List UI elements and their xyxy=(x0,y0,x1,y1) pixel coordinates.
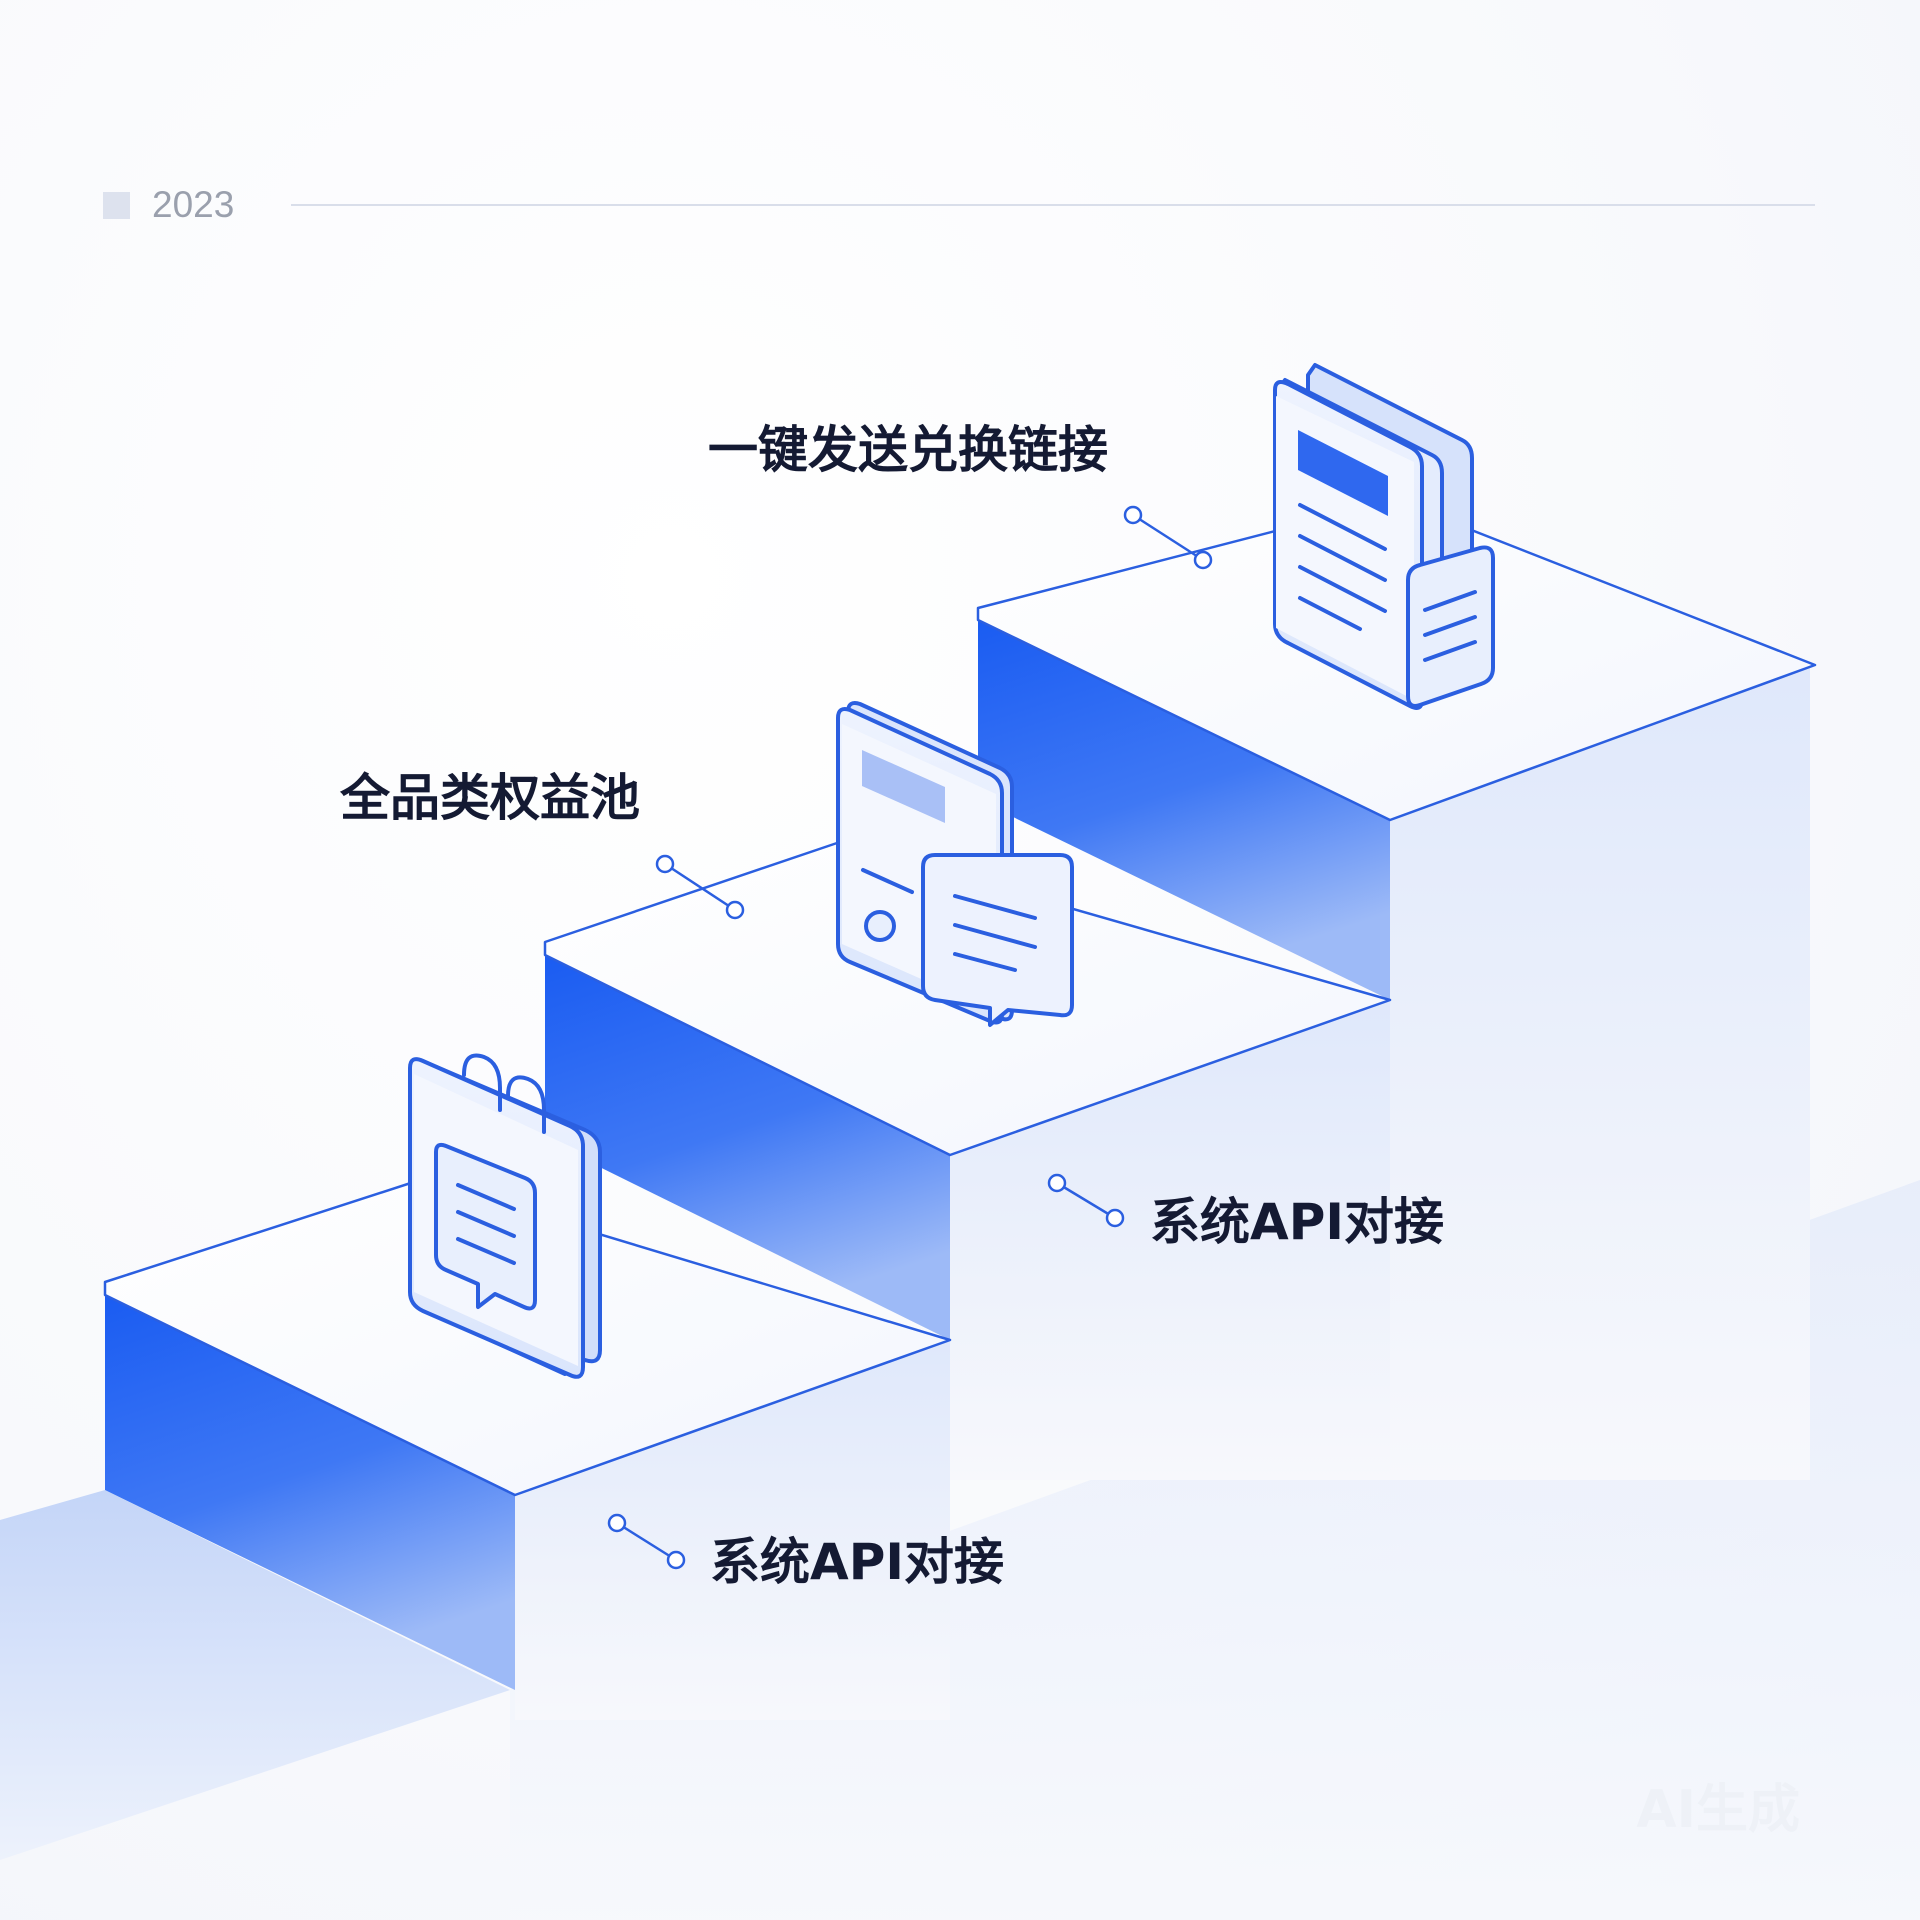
year-divider xyxy=(291,204,1815,206)
ai-watermark: AI生成 xyxy=(1636,1780,1800,1840)
connector-right xyxy=(1047,1173,1125,1228)
year-header: 2023 xyxy=(103,184,1815,225)
connector-bottom xyxy=(607,1513,686,1570)
card-with-chat-icon xyxy=(836,701,1074,1027)
step-label-benefit-pool: 全品类权益池 xyxy=(340,769,640,827)
connector-top xyxy=(1123,505,1213,570)
step-label-send-link: 一键发送兑换链接 xyxy=(708,421,1108,479)
year-marker xyxy=(103,192,130,219)
clipboard-chat-icon xyxy=(408,1053,602,1379)
step-label-api-right: 系统API对接 xyxy=(1150,1193,1444,1251)
connector-mid xyxy=(655,854,745,920)
year-label: 2023 xyxy=(152,184,235,225)
document-stack-icon xyxy=(1273,363,1495,710)
step-label-api-bottom: 系统API对接 xyxy=(710,1533,1004,1591)
